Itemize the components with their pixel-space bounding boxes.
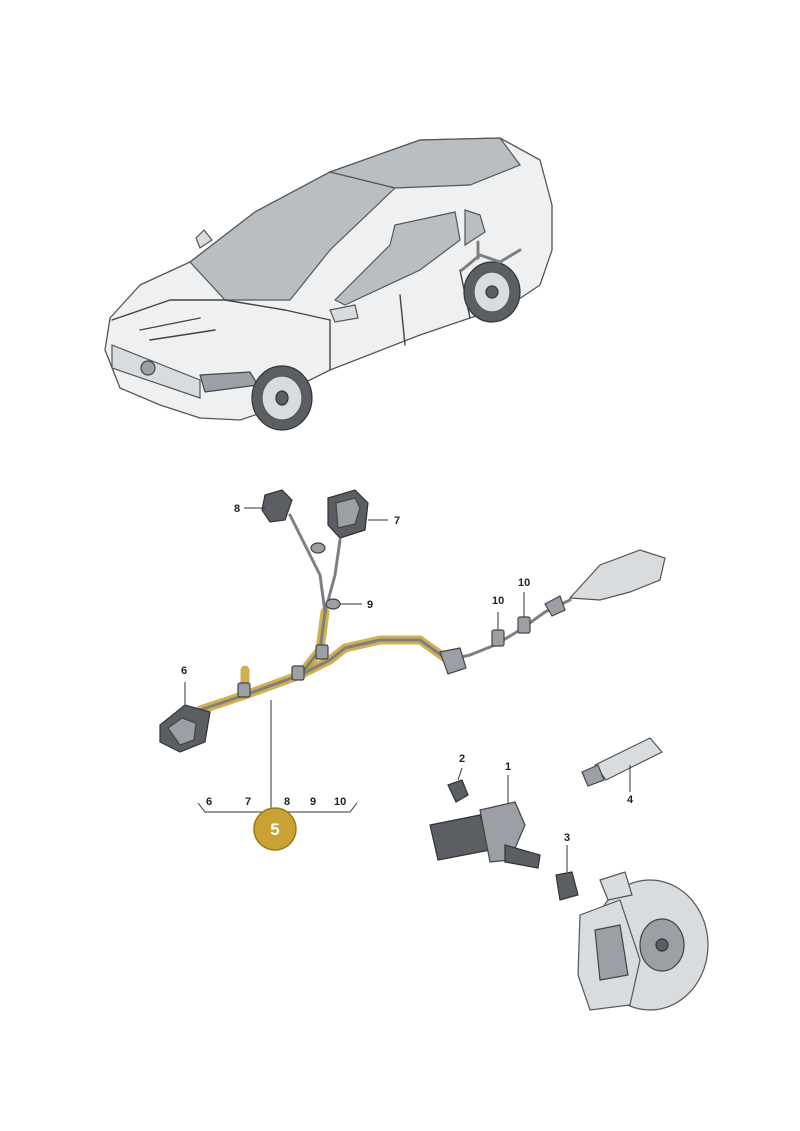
car-illustration <box>104 137 553 431</box>
bolt-2-icon <box>447 779 469 803</box>
grease-tube-4-icon <box>594 737 663 781</box>
cap-3-icon <box>555 871 579 901</box>
group-label-6: 6 <box>206 796 212 808</box>
group-label-7: 7 <box>245 796 251 808</box>
clip-10-left-icon <box>491 629 505 647</box>
grommet-boot-icon <box>568 549 666 601</box>
callout-2: 2 <box>459 753 465 765</box>
callout-labels: 8 7 9 10 10 6 2 1 4 3 6 7 8 9 10 <box>181 503 634 844</box>
group-label-9: 9 <box>310 796 316 808</box>
speed-sensor-1-icon <box>429 814 491 861</box>
callout-4: 4 <box>627 794 634 806</box>
callout-1: 1 <box>505 761 511 773</box>
part-5-badge[interactable]: 5 <box>253 807 297 851</box>
callout-3: 3 <box>564 832 570 844</box>
callout-10-right: 10 <box>518 577 530 589</box>
callout-9: 9 <box>367 599 373 611</box>
callout-10-left: 10 <box>492 595 504 607</box>
badge-circle <box>253 807 297 851</box>
badge-label: 5 <box>270 820 279 839</box>
wheel-speed-sensor-group <box>429 737 709 1011</box>
callout-8-top: 8 <box>234 503 240 515</box>
wiring-harness <box>159 489 666 753</box>
callout-7-top: 7 <box>394 515 400 527</box>
group-label-8: 8 <box>284 796 290 808</box>
clip-10-right-icon <box>517 616 531 634</box>
group-label-10: 10 <box>334 796 346 808</box>
callout-leaders <box>184 507 525 813</box>
connector-8-icon <box>261 489 293 523</box>
callout-6: 6 <box>181 665 187 677</box>
